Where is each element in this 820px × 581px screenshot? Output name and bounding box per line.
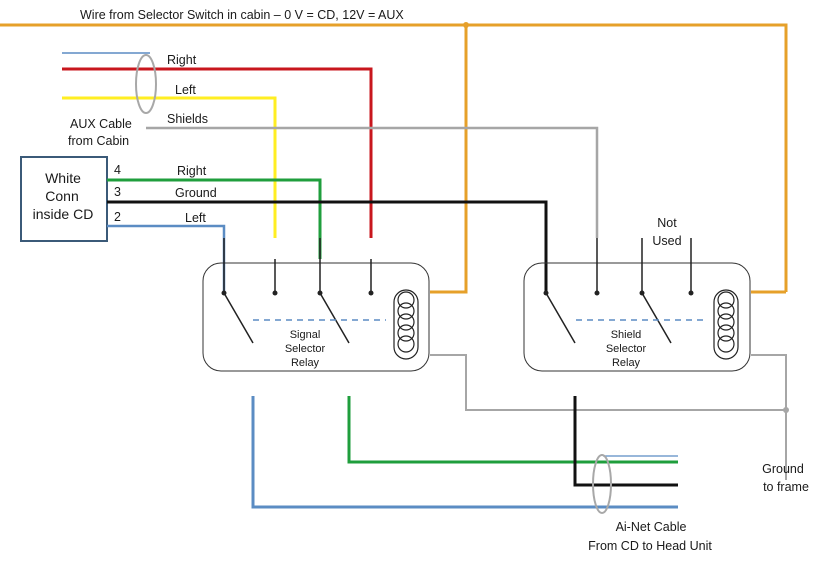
shield-relay-coil-icon (713, 289, 739, 360)
ainet-label-1: Ai-Net Cable (616, 520, 687, 534)
aux-yellow-left-wire (62, 96, 277, 238)
signal-relay-label-3: Relay (291, 357, 320, 369)
out-black-ground-wire (573, 396, 678, 487)
white-conn-label-1: White (45, 170, 81, 186)
not-used-label-2: Used (652, 234, 681, 248)
aux-right-label: Right (167, 53, 197, 67)
shield-relay-contacts (545, 238, 692, 344)
pin-4-number: 4 (114, 163, 121, 177)
pin-2-label: Left (185, 211, 206, 225)
signal-relay-box (202, 262, 430, 372)
shield-relay-label-1: Shield (611, 329, 642, 341)
shield-relay-label-2: Selector (606, 343, 647, 355)
aux-left-label: Left (175, 83, 196, 97)
signal-contact-4 (368, 290, 374, 296)
shield-contact-3 (639, 290, 645, 296)
white-conn-label-2: Conn (45, 188, 78, 204)
signal-contact-1 (221, 290, 227, 296)
signal-contact-2 (272, 290, 278, 296)
not-used-label-1: Not (657, 216, 677, 230)
signal-relay-label-1: Signal (290, 329, 321, 341)
orange-junction (463, 22, 469, 28)
signal-relay-label-2: Selector (285, 343, 326, 355)
conn-green-right-wire (107, 178, 322, 259)
conn-blue-left-wire (107, 224, 226, 293)
aux-shields-label: Shields (167, 112, 208, 126)
shield-contact-1 (543, 290, 549, 296)
conn-black-ground-wire (107, 200, 548, 293)
diagram-title: Wire from Selector Switch in cabin – 0 V… (80, 8, 404, 22)
ground-label-2: to frame (763, 480, 809, 494)
orange-selector-wire (0, 23, 788, 294)
ainet-label-2: From CD to Head Unit (588, 539, 712, 553)
pin-3-number: 3 (114, 185, 121, 199)
signal-contact-3 (317, 290, 323, 296)
white-connector-box (20, 156, 108, 242)
ground-label-1: Ground (762, 462, 804, 476)
pin-2-number: 2 (114, 210, 121, 224)
out-green-right-wire (347, 396, 678, 464)
shield-contact-4 (688, 290, 694, 296)
shield-relay-box (523, 262, 751, 372)
pin-4-label: Right (177, 164, 207, 178)
ground-junction (783, 407, 789, 413)
shield-contact-2 (594, 290, 600, 296)
aux-cable-bundle-icon (135, 54, 157, 114)
signal-relay-contacts (223, 238, 372, 344)
gray-ground-wire (430, 354, 787, 480)
aux-red-right-wire (62, 67, 373, 238)
aux-cable-label-2: from Cabin (68, 134, 129, 148)
ainet-cable-bundle-icon (592, 454, 612, 514)
shield-relay-label-3: Relay (612, 357, 641, 369)
aux-gray-shields-wire (146, 126, 599, 238)
pin-3-label: Ground (175, 186, 217, 200)
signal-relay-coil-icon (393, 289, 419, 360)
white-conn-label-3: inside CD (33, 206, 94, 222)
out-blue-left-wire (251, 396, 678, 509)
aux-cable-label-1: AUX Cable (70, 117, 132, 131)
